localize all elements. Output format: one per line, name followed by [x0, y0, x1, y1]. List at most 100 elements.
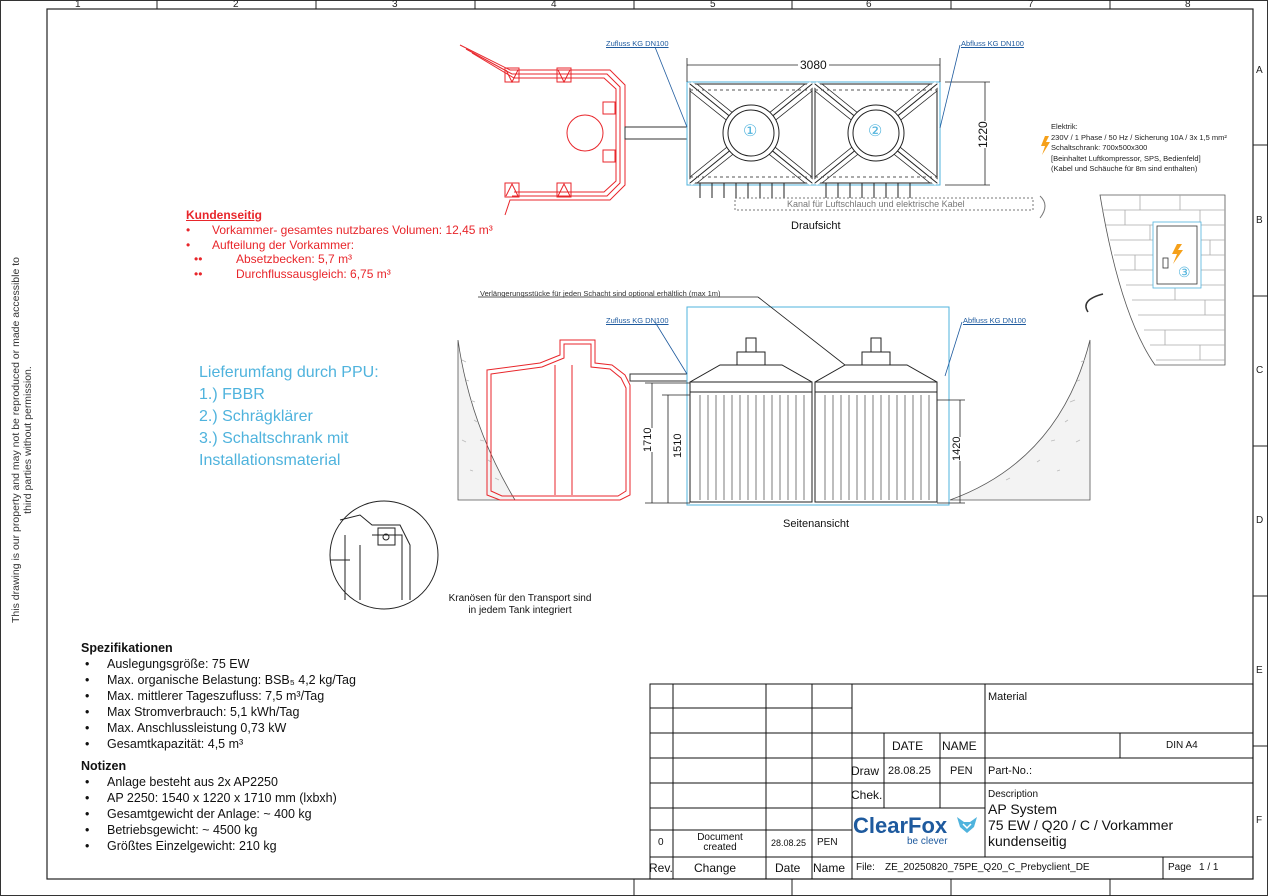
list-item-text: Aufteilung der Vorkammer: [212, 237, 355, 252]
grid-row-c: C [1256, 365, 1264, 376]
format-label: DIN A4 [1166, 740, 1198, 751]
description-line: kundenseitig [988, 833, 1067, 849]
tank-top-view [686, 81, 1046, 219]
side-view-caption: Seitenansicht [783, 518, 850, 530]
lieferumfang-item: 1.) FBBR [199, 386, 265, 403]
prechamber-top-view [459, 44, 626, 216]
file-name: ZE_20250820_75PE_Q20_C_Prebyclient_DE [885, 862, 1090, 873]
draw-label: Draw [851, 764, 880, 778]
change-line: Document [697, 832, 743, 843]
description-text: AP System 75 EW / Q20 / C / Vorkammer ku… [988, 801, 1173, 849]
change-line: created [703, 842, 737, 853]
grid-col-6: 6 [866, 0, 872, 10]
dim-total: 1710 [642, 427, 654, 452]
grid-col-2: 2 [233, 0, 239, 10]
fox-icon [957, 817, 977, 833]
material-label: Material [988, 691, 1028, 703]
channel-label: Kanal für Luftschlauch und elektrische K… [787, 199, 965, 209]
chek-label: Chek. [851, 788, 883, 802]
grid-col-3: 3 [392, 0, 398, 10]
elektrik-line: 230V / 1 Phase / 50 Hz / Sicherung 10A /… [1051, 132, 1227, 142]
date-label: Date [775, 861, 801, 875]
crane-lug-detail [329, 500, 439, 610]
rev-label: Rev. [649, 861, 673, 875]
wall-cabinet-view [1085, 194, 1226, 366]
list-item: Auslegungsgröße: 75 EW [81, 656, 356, 672]
grid-col-1: 1 [75, 0, 81, 10]
lightning-icon [1172, 244, 1183, 264]
cabinet-marker: ③ [1178, 264, 1191, 280]
description-line: AP System [988, 801, 1057, 817]
tank-2-marker: ② [868, 123, 883, 140]
list-item: Größtes Einzelgewicht: 210 kg [81, 838, 337, 854]
lieferumfang-item: 2.) Schrägklärer [199, 408, 313, 425]
list-item: Max. Anschlussleistung 0,73 kW [81, 720, 356, 736]
notizen-title: Notizen [81, 759, 127, 773]
grid-row-a: A [1256, 65, 1263, 76]
side-outflow-label: Abfluss KG DN100 [963, 316, 1026, 325]
top-depth-dim: 1220 [976, 121, 990, 148]
bullet: •• [194, 252, 203, 266]
grid-col-4: 4 [551, 0, 557, 10]
title-block-lines [649, 683, 1254, 880]
list-item: Max Stromverbrauch: 5,1 kWh/Tag [81, 704, 356, 720]
elektrik-note: Elektrik: 230V / 1 Phase / 50 Hz / Siche… [1051, 122, 1227, 175]
part-no-label: Part-No.: [988, 765, 1033, 777]
list-item-text: Absetzbecken: 5,7 m³ [236, 252, 353, 266]
grid-col-8: 8 [1185, 0, 1191, 10]
list-item: Anlage besteht aus 2x AP2250 [81, 774, 337, 790]
name-label: Name [813, 861, 846, 875]
ownership-notice: This drawing is our property and may not… [10, 257, 34, 623]
draw-date: 28.08.25 [888, 765, 931, 777]
description-line: 75 EW / Q20 / C / Vorkammer [988, 817, 1174, 833]
top-inflow-label: Zufluss KG DN100 [606, 39, 669, 48]
page-value: 1 / 1 [1199, 862, 1219, 873]
rev-name: PEN [817, 837, 838, 848]
elektrik-line: Schaltschrank: 700x500x300 [1051, 143, 1148, 152]
dim-inner: 1510 [672, 433, 684, 458]
list-item: Gesamtkapazität: 4,5 m³ [81, 736, 356, 752]
change-value: Document created [676, 833, 764, 853]
list-item: • Aufteilung der Vorkammer: [186, 238, 493, 253]
prechamber-side-view [486, 339, 688, 501]
spezifikationen-title: Spezifikationen [81, 641, 173, 655]
list-item: Betriebsgewicht: ~ 4500 kg [81, 822, 337, 838]
description-label: Description [988, 789, 1039, 800]
top-width-dim: 3080 [798, 58, 829, 72]
list-item: Max. organische Belastung: BSB₅ 4,2 kg/T… [81, 672, 356, 688]
date-header: DATE [892, 739, 924, 753]
list-item: Max. mittlerer Tageszufluss: 7,5 m³/Tag [81, 688, 356, 704]
lieferumfang-title: Lieferumfang durch PPU: [199, 364, 379, 381]
notizen-list: Anlage besteht aus 2x AP2250 AP 2250: 15… [81, 774, 337, 854]
list-item: •Vorkammer- gesamtes nutzbares Volumen: … [186, 223, 493, 238]
lieferumfang-item: Installationsmaterial [199, 452, 341, 469]
grid-ticks [156, 0, 1268, 896]
grid-col-5: 5 [710, 0, 716, 10]
list-item: Gesamtgewicht der Anlage: ~ 400 kg [81, 806, 337, 822]
extension-note: Verlängerungsstücke für jeden Schacht si… [480, 289, 721, 298]
list-item: •• Durchflussausgleich: 6,75 m³ [186, 267, 493, 282]
file-label: File: [856, 862, 875, 873]
logo-tagline: be clever [907, 836, 948, 847]
grid-row-e: E [1256, 665, 1263, 676]
kundenseitig-title: Kundenseitig [186, 208, 263, 222]
list-item-text: Durchflussausgleich: 6,75 m³ [236, 266, 391, 281]
draw-name: PEN [950, 765, 973, 777]
rev-value: 0 [658, 837, 664, 848]
tank-1-marker: ① [743, 123, 758, 140]
logo-text: ClearFox [853, 813, 948, 838]
list-item: AP 2250: 1540 x 1220 x 1710 mm (lxbxh) [81, 790, 337, 806]
elektrik-line: [Beinhaltet Luftkompressor, SPS, Bedienf… [1051, 153, 1201, 163]
bullet: •• [194, 266, 203, 281]
top-outflow-label: Abfluss KG DN100 [961, 39, 1024, 48]
side-dimensions [478, 296, 965, 504]
kranoesen-line: in jedem Tank integriert [468, 605, 572, 616]
grid-row-d: D [1256, 515, 1264, 526]
side-inflow-label: Zufluss KG DN100 [606, 316, 669, 325]
bullet: • [186, 237, 191, 252]
grid-row-b: B [1256, 215, 1263, 226]
list-item-text: Vorkammer- gesamtes nutzbares Volumen: 1… [212, 223, 493, 237]
change-label: Change [694, 861, 737, 875]
grid-row-f: F [1256, 815, 1263, 826]
